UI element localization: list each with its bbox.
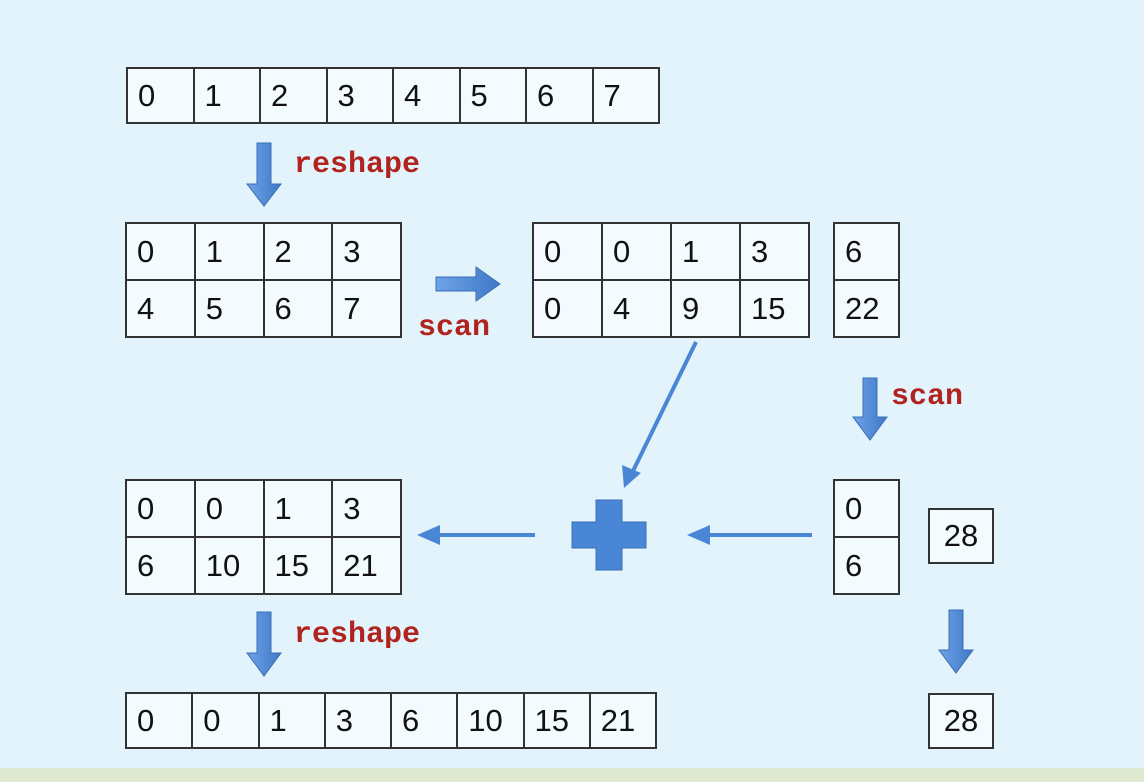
output-row-array: 0 0 1 3 6 10 15 21 [124,692,658,749]
down-arrow-icon [938,609,974,674]
grid-cell: 3 [739,222,810,281]
down-arrow-icon [245,142,283,207]
reshape-label-bottom: reshape [294,618,421,652]
array-cell: 21 [588,692,658,749]
grid-cell: 5 [193,279,265,338]
plus-icon [571,499,647,571]
scan-label-horizontal: scan [418,311,491,345]
grand-total-box: 28 [928,508,994,564]
grid-cell: 10 [193,536,265,595]
grid-cell: 1 [670,222,741,281]
down-arrow-icon [246,611,282,677]
array-cell: 4 [392,67,461,124]
array-cell: 3 [325,67,394,124]
left-arrowhead-icon [417,525,440,545]
grid-cell: 1 [262,479,334,538]
grid-cell: 0 [125,479,196,538]
grid-cell: 0 [125,222,196,281]
grid-cell: 1 [193,222,265,281]
scanned-totals-column: 0 6 [833,479,900,595]
total-cell: 0 [833,479,900,538]
array-cell: 2 [259,67,328,124]
output-total-box: 28 [928,693,994,749]
grid-cell: 15 [262,536,334,595]
grid-cell: 0 [193,479,265,538]
grid-cell: 15 [739,279,810,338]
array-cell: 7 [591,67,660,124]
reshaped-grid: 0 1 2 3 4 5 6 7 [125,222,402,338]
grid-cell: 3 [331,222,402,281]
grid-cell: 2 [262,222,334,281]
diagonal-arrowhead-icon [622,465,641,488]
array-cell: 0 [124,692,194,749]
array-cell: 0 [191,692,260,749]
grid-cell: 0 [532,222,603,281]
total-cell: 6 [833,222,900,281]
array-cell: 6 [525,67,594,124]
array-cell: 10 [456,692,525,749]
row-totals-column: 6 22 [833,222,900,338]
bottom-edge-strip [0,768,1144,782]
grid-cell: 0 [601,222,672,281]
grid-cell: 6 [125,536,196,595]
grid-cell: 3 [331,479,402,538]
array-cell: 15 [522,692,591,749]
array-cell: 3 [323,692,393,749]
diagonal-arrow-icon [631,341,698,472]
scanned-grid: 0 0 1 3 0 4 9 15 [532,222,810,338]
array-cell: 1 [192,67,261,124]
right-arrow-icon [435,266,501,302]
grid-cell: 4 [125,279,196,338]
array-cell: 0 [126,67,195,124]
array-cell: 1 [257,692,326,749]
input-row-array: 0 1 2 3 4 5 6 7 [126,67,660,124]
grid-cell: 6 [262,279,334,338]
grid-cell: 21 [331,536,402,595]
total-cell: 6 [833,536,900,595]
left-arrowhead-icon [687,525,710,545]
scan-label-vertical: scan [891,380,964,414]
grid-cell: 4 [601,279,672,338]
reshape-label-top: reshape [294,148,421,182]
grid-cell: 0 [532,279,603,338]
array-cell: 6 [389,692,459,749]
array-cell: 5 [458,67,527,124]
down-arrow-icon [852,377,888,441]
total-cell: 22 [833,279,900,338]
grid-cell: 7 [331,279,402,338]
grid-cell: 9 [670,279,741,338]
result-grid: 0 0 1 3 6 10 15 21 [125,479,402,595]
